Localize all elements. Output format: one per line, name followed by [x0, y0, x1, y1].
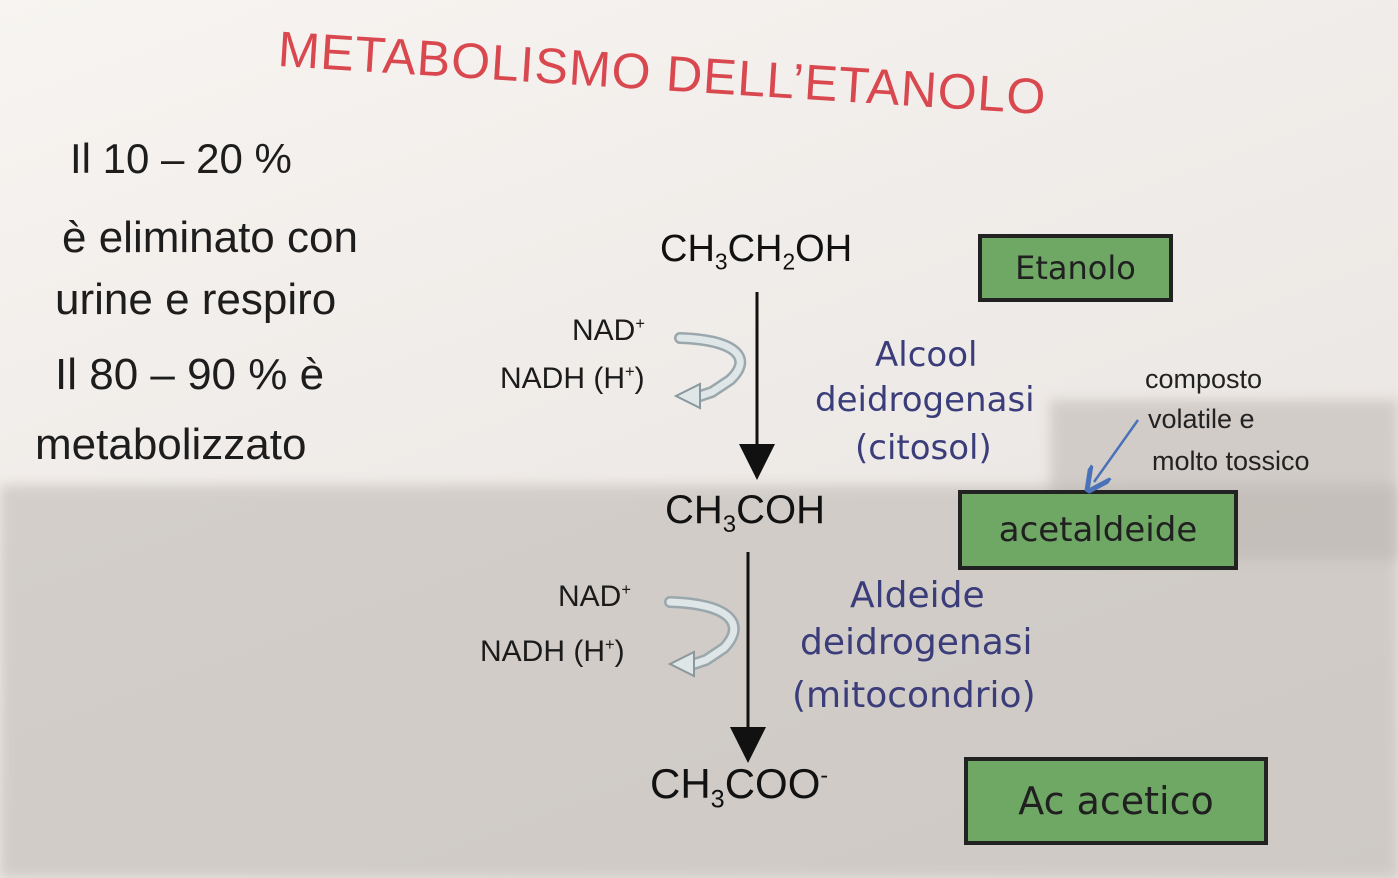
enzyme-step1-line3: (citosol) [855, 428, 992, 468]
label-box-ethanol: Etanolo [978, 234, 1173, 302]
cofactor-curve-arrow-step2 [664, 596, 740, 678]
label-box-acetic-acid: Ac acetico [964, 757, 1268, 845]
cofactor-curve-arrow-step1 [673, 332, 747, 410]
note-line3: molto tossico [1152, 446, 1310, 476]
note-line1: composto [1145, 364, 1263, 394]
enzyme-step2-line1: Aldeide [850, 575, 985, 616]
formula-acetate: CH3COO- [650, 760, 829, 814]
enzyme-step1-line2: deidrogenasi [815, 380, 1035, 420]
left-text-line4: Il 80 – 90 % è [55, 350, 325, 399]
cofactor-nad-step2: NAD+ [558, 580, 631, 613]
enzyme-step2-line3: (mitocondrio) [792, 675, 1036, 716]
formula-ethanol: CH3CH2OH [660, 228, 853, 275]
left-text-line3: urine e respiro [55, 275, 337, 324]
left-text-line5: metabolizzato [35, 420, 307, 469]
note-line2: volatile e [1148, 404, 1255, 434]
cofactor-nad-step1: NAD+ [572, 314, 645, 347]
cofactor-nadh-step1: NADH (H+) [500, 362, 645, 395]
formula-acetaldehyde: CH3COH [665, 488, 826, 538]
enzyme-step1-line1: Alcool [875, 335, 978, 375]
enzyme-step2-line2: deidrogenasi [800, 622, 1033, 663]
note-pointer-arrow [1094, 419, 1140, 482]
cofactor-nadh-step2: NADH (H+) [480, 635, 625, 668]
left-text-line1: Il 10 – 20 % [70, 135, 292, 182]
left-text-line2: è eliminato con [62, 213, 358, 262]
